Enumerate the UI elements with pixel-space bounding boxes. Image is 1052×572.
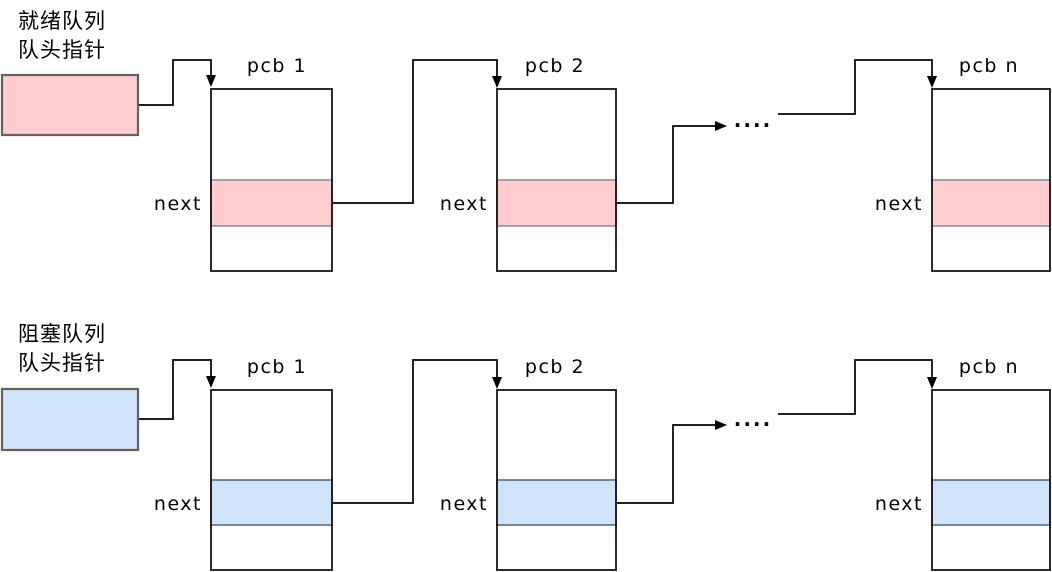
ready-connector-head-to-pcb1	[138, 59, 216, 106]
blocked-connector-pcb1-to-pcb2	[332, 359, 502, 504]
blocked-connector-ellipsis-to-pcbn	[778, 359, 937, 415]
next-label: next	[154, 493, 202, 515]
ready-pcb-node-1: pcb 1 next	[154, 55, 333, 272]
ready-pcb-node-n: pcb n next	[875, 55, 1051, 272]
blocked-queue-diagram: 阻塞队列 队头指针 pcb 1 next pcb 2 next ....	[0, 322, 1051, 571]
ready-connector-ellipsis-to-pcbn	[778, 59, 937, 115]
pcb-box-outline	[931, 88, 1051, 272]
next-pointer-cell	[931, 479, 1051, 526]
blocked-pcb-node-2: pcb 2 next	[440, 356, 617, 571]
pcb-label: pcb n	[959, 55, 1019, 77]
blocked-queue-title-line2: 队头指针	[18, 351, 106, 375]
ready-pcb-node-2: pcb 2 next	[440, 55, 617, 272]
next-label: next	[154, 193, 202, 215]
next-pointer-cell	[496, 479, 617, 526]
next-pointer-cell	[496, 179, 617, 227]
ready-connector-pcb2-to-ellipsis	[616, 121, 727, 204]
pcb-label: pcb 1	[247, 55, 307, 77]
pcb-box-outline	[496, 389, 617, 571]
blocked-connector-head-to-pcb1	[138, 359, 216, 420]
blocked-pcb-node-1: pcb 1 next	[154, 356, 333, 571]
blocked-queue-title-line1: 阻塞队列	[18, 322, 106, 346]
next-label: next	[875, 493, 923, 515]
ellipsis: ....	[734, 108, 772, 132]
next-pointer-cell	[210, 179, 333, 227]
ready-queue-title-line1: 就绪队列	[18, 9, 106, 33]
pcb-box-outline	[210, 88, 333, 272]
next-pointer-cell	[931, 179, 1051, 227]
ready-queue-diagram: 就绪队列 队头指针 pcb 1 next pcb 2 next ....	[0, 9, 1051, 272]
next-label: next	[440, 193, 488, 215]
next-label: next	[440, 493, 488, 515]
next-pointer-cell	[210, 479, 333, 526]
ready-connector-pcb1-to-pcb2	[332, 59, 502, 204]
blocked-pcb-node-n: pcb n next	[875, 356, 1051, 571]
ready-queue-title-line2: 队头指针	[18, 38, 106, 62]
pcb-label: pcb 1	[247, 356, 307, 378]
pcb-box-outline	[931, 389, 1051, 571]
pcb-label: pcb 2	[525, 55, 585, 77]
ellipsis: ....	[734, 407, 772, 431]
blocked-connector-pcb2-to-ellipsis	[616, 420, 727, 504]
pcb-label: pcb n	[959, 356, 1019, 378]
pcb-box-outline	[210, 389, 333, 571]
blocked-head-pointer-box	[0, 387, 140, 452]
ready-head-pointer-box	[0, 73, 140, 137]
next-label: next	[875, 193, 923, 215]
pcb-box-outline	[496, 88, 617, 272]
pcb-label: pcb 2	[525, 356, 585, 378]
